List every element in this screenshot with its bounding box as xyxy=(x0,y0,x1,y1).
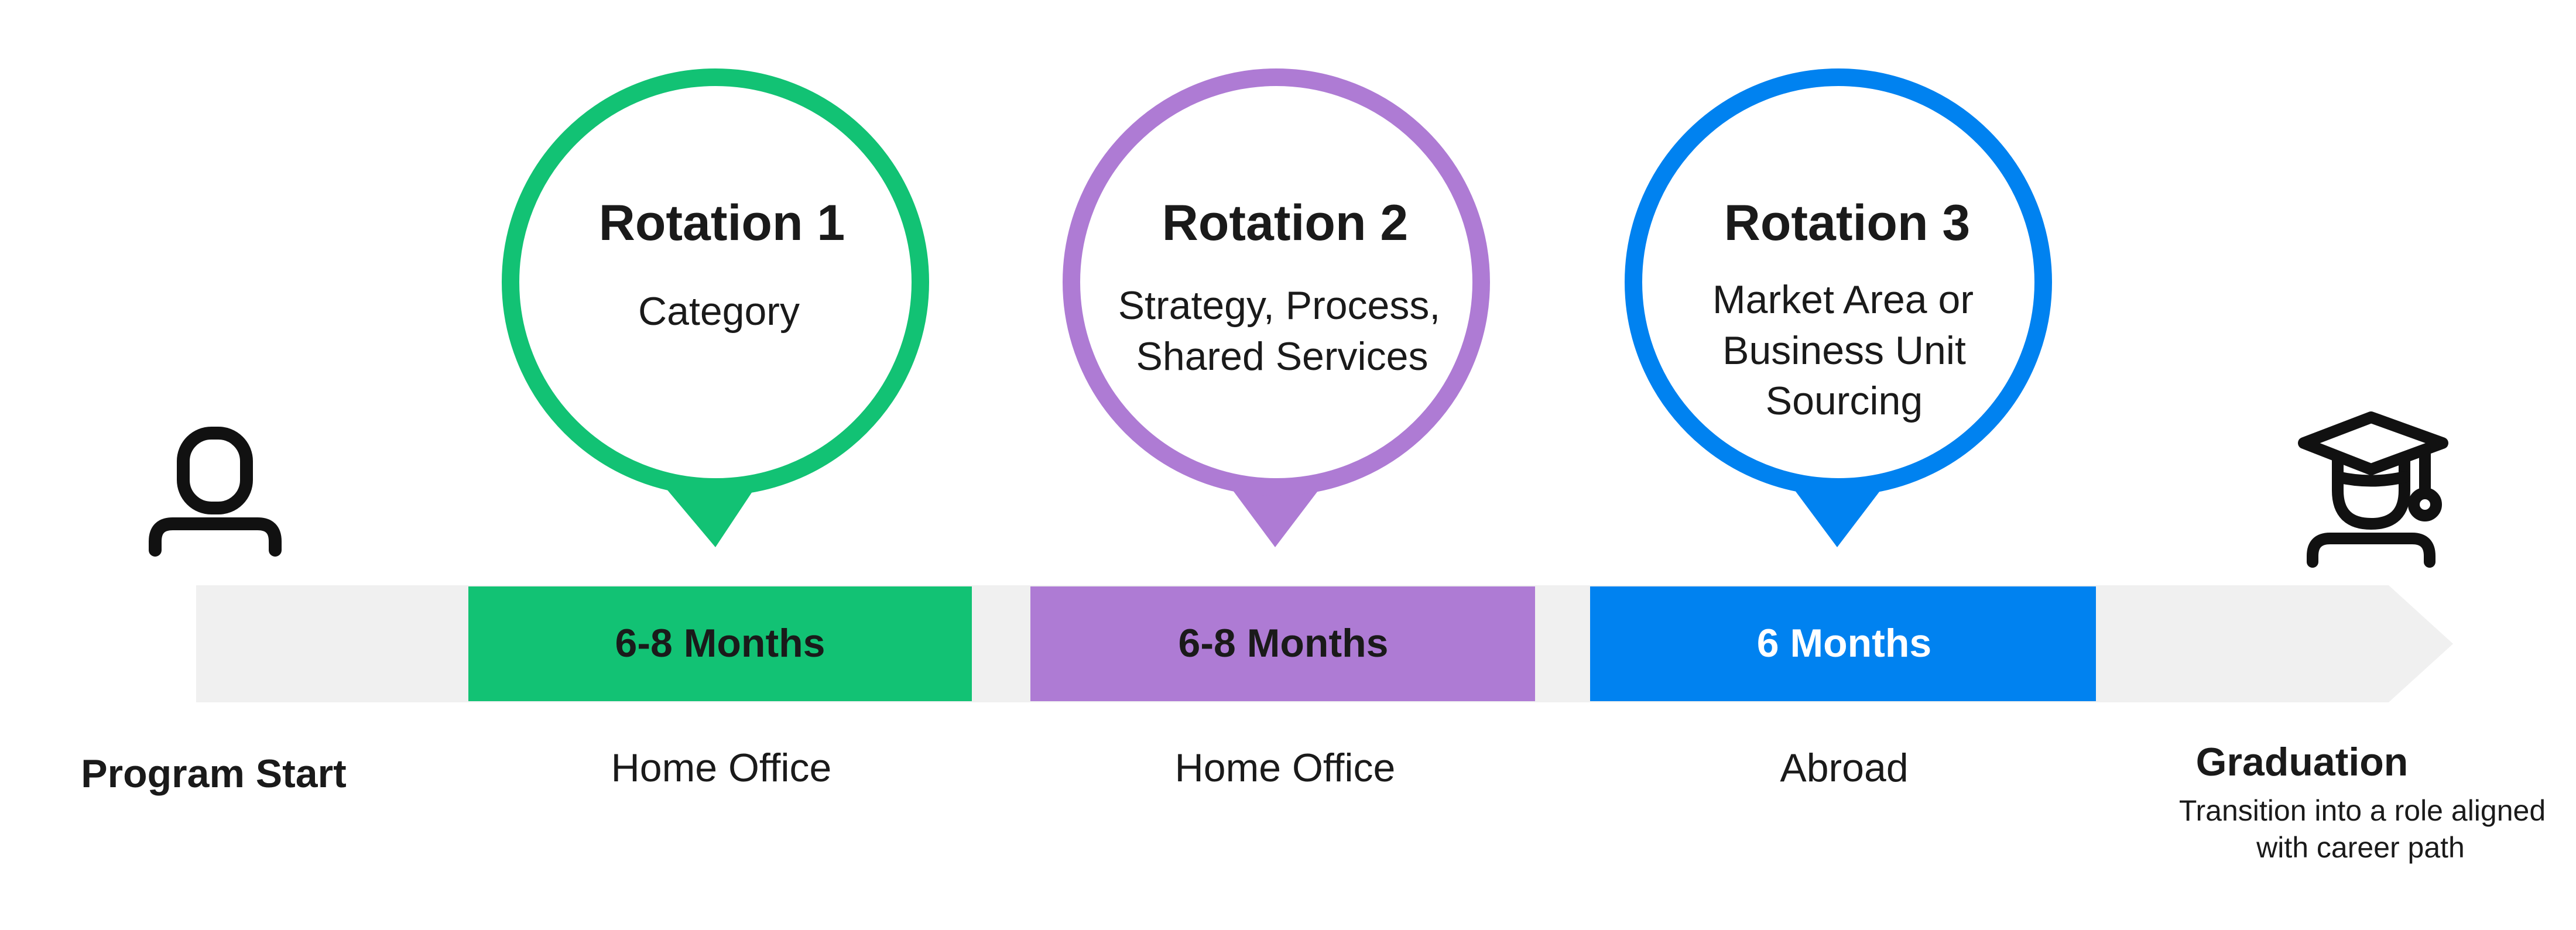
rotation-1-title: Rotation 1 xyxy=(599,195,845,251)
rotation-3-location: Abroad xyxy=(1780,746,1908,790)
rotation-1-description-line-1: Category xyxy=(638,289,800,334)
rotation-3-callout-bubble xyxy=(1625,68,2052,496)
rotation-3-duration: 6 Months xyxy=(1757,621,1931,665)
graduate-icon xyxy=(2298,411,2448,568)
rotation-3-description-line-1: Market Area or xyxy=(1712,277,1974,322)
rotation-3-description-line-2: Business Unit xyxy=(1722,328,1966,373)
rotation-2-title: Rotation 2 xyxy=(1162,195,1408,251)
rotation-2-duration-bar xyxy=(1030,586,1535,701)
rotation-2-callout-bubble xyxy=(1063,68,1490,496)
rotation-1-location: Home Office xyxy=(611,746,832,790)
rotation-1-callout-bubble xyxy=(502,68,929,496)
program-start-label: Program Start xyxy=(81,751,346,796)
rotation-3-duration-bar xyxy=(1590,586,2096,701)
rotation-1: Rotation 1 Category 6-8 Months Home Offi… xyxy=(468,68,972,790)
rotation-2-location: Home Office xyxy=(1175,746,1396,790)
rotation-2: Rotation 2 Strategy, Process, Shared Ser… xyxy=(1030,68,1535,790)
rotation-3: Rotation 3 Market Area or Business Unit … xyxy=(1590,68,2096,790)
rotation-3-description-line-3: Sourcing xyxy=(1766,379,1923,423)
rotation-3-title: Rotation 3 xyxy=(1724,195,1970,251)
person-icon xyxy=(149,427,282,557)
graduation-title: Graduation xyxy=(2196,740,2409,784)
rotation-2-duration: 6-8 Months xyxy=(1179,621,1389,665)
rotation-2-description-line-2: Shared Services xyxy=(1136,334,1429,379)
rotation-1-duration: 6-8 Months xyxy=(615,621,825,665)
rotation-2-description-line-1: Strategy, Process, xyxy=(1118,283,1441,328)
graduation-description-line-1: Transition into a role aligned xyxy=(2179,794,2546,827)
graduation-description-line-2: with career path xyxy=(2256,831,2465,864)
rotation-1-duration-bar xyxy=(468,586,972,701)
